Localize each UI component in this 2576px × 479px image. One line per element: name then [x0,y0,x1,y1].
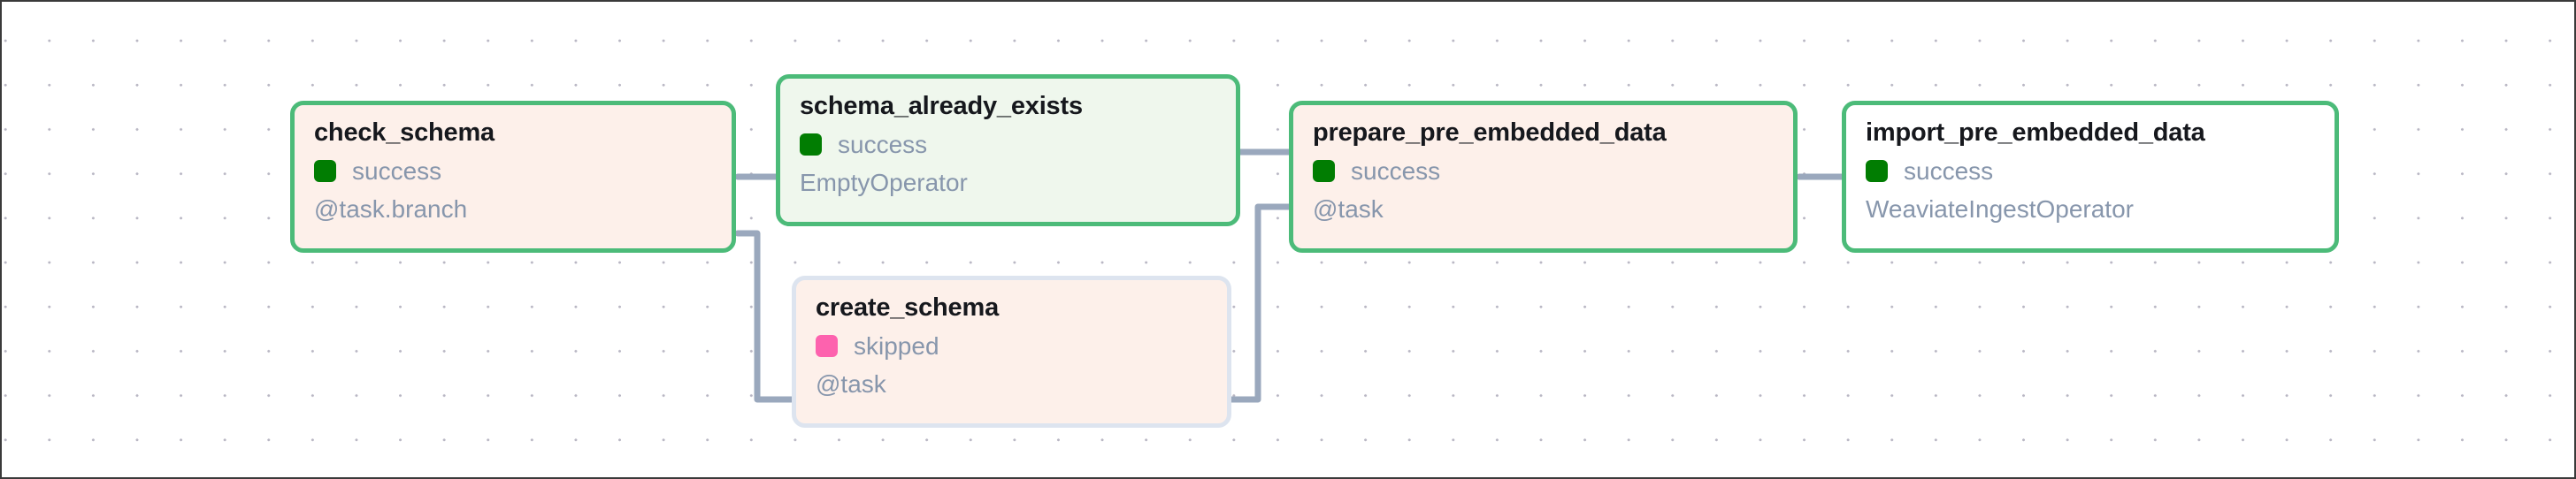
skipped-swatch-icon [816,335,838,358]
task-node-import-pre-embedded-data[interactable]: import_pre_embedded_data success Weaviat… [1842,101,2339,253]
task-node-status: success [314,157,712,186]
task-node-prepare-pre-embedded-data[interactable]: prepare_pre_embedded_data success @task [1289,101,1798,253]
task-node-status: success [800,131,1216,159]
task-node-title: prepare_pre_embedded_data [1313,118,1667,147]
task-node-title: create_schema [816,293,999,322]
edge-check-schema-to-create_schema [734,230,795,403]
task-node-status-label: success [1351,156,1441,185]
task-node-operator: @task.branch [314,194,468,223]
task-node-schema-already-exists[interactable]: schema_already_exists success EmptyOpera… [776,74,1240,226]
task-node-status: skipped [816,332,1208,361]
task-node-status: success [1866,157,2315,186]
task-node-status: success [1313,157,1774,186]
success-swatch-icon [800,133,822,156]
task-node-status-label: skipped [854,331,939,360]
task-node-operator: EmptyOperator [800,168,968,196]
success-swatch-icon [1313,160,1335,183]
success-swatch-icon [1866,160,1888,183]
task-node-operator: WeaviateIngestOperator [1866,194,2134,223]
task-node-title: import_pre_embedded_data [1866,118,2205,147]
success-swatch-icon [314,160,336,183]
task-node-operator: @task [816,369,886,398]
edge-create-schema-to-prepare [1228,203,1292,403]
task-node-title: check_schema [314,118,494,147]
task-node-create-schema[interactable]: create_schema skipped @task [792,276,1231,428]
task-node-check-schema[interactable]: check_schema success @task.branch [290,101,736,253]
task-node-status-label: success [1904,156,1994,185]
task-node-status-label: success [838,130,928,158]
task-node-operator: @task [1313,194,1384,223]
task-node-title: schema_already_exists [800,92,1083,120]
task-node-status-label: success [352,156,442,185]
